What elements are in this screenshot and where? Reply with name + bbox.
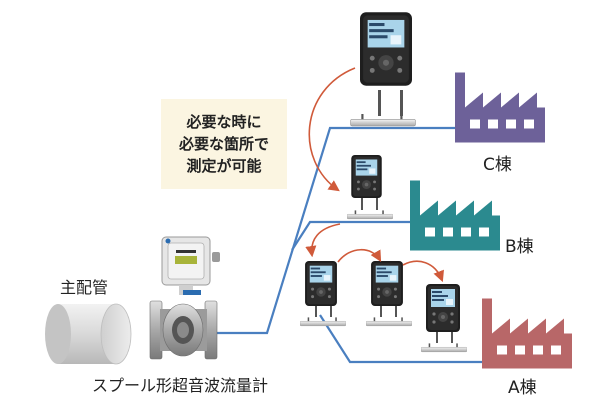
portable-device-a3 — [426, 284, 460, 343]
factory-b-icon — [410, 180, 500, 251]
rail-a2 — [366, 317, 412, 327]
main-pipe-graphic — [45, 303, 132, 365]
arrow-b-to-a1 — [305, 223, 341, 258]
building-c-label: C棟 — [483, 155, 512, 175]
factory-a-icon — [482, 298, 572, 369]
building-b-label: B棟 — [505, 237, 534, 257]
arrow-a2-to-a3 — [402, 260, 444, 283]
feature-callout: 必要な時に 必要な箇所で 測定が可能 — [161, 99, 287, 189]
arrow-c-to-b — [308, 67, 356, 192]
portable-device-b — [351, 155, 382, 210]
pipe-branch-a — [319, 314, 486, 364]
portable-device-a1 — [305, 261, 337, 317]
pipe-branch-b — [291, 220, 425, 251]
move-arrows — [305, 67, 444, 283]
rail-c — [350, 114, 416, 127]
main-pipe-label: 主配管 — [60, 278, 109, 297]
callout-line-3: 測定が可能 — [186, 157, 262, 175]
rail-b — [347, 210, 393, 220]
arrow-a1-to-a2 — [337, 248, 382, 263]
flow-meter-label: スプール形超音波流量計 — [92, 376, 269, 395]
rail-a3 — [421, 343, 467, 353]
callout-line-2: 必要な箇所で — [178, 135, 269, 153]
pipe-trunk — [206, 126, 460, 335]
spool-flow-meter-graphic — [149, 236, 220, 360]
building-a-label: A棟 — [508, 378, 537, 398]
portable-device-large — [360, 12, 412, 116]
factory-c-icon — [455, 72, 545, 143]
callout-line-1: 必要な時に — [186, 113, 262, 131]
pipe-network — [206, 126, 486, 364]
portable-device-a2 — [371, 261, 403, 317]
